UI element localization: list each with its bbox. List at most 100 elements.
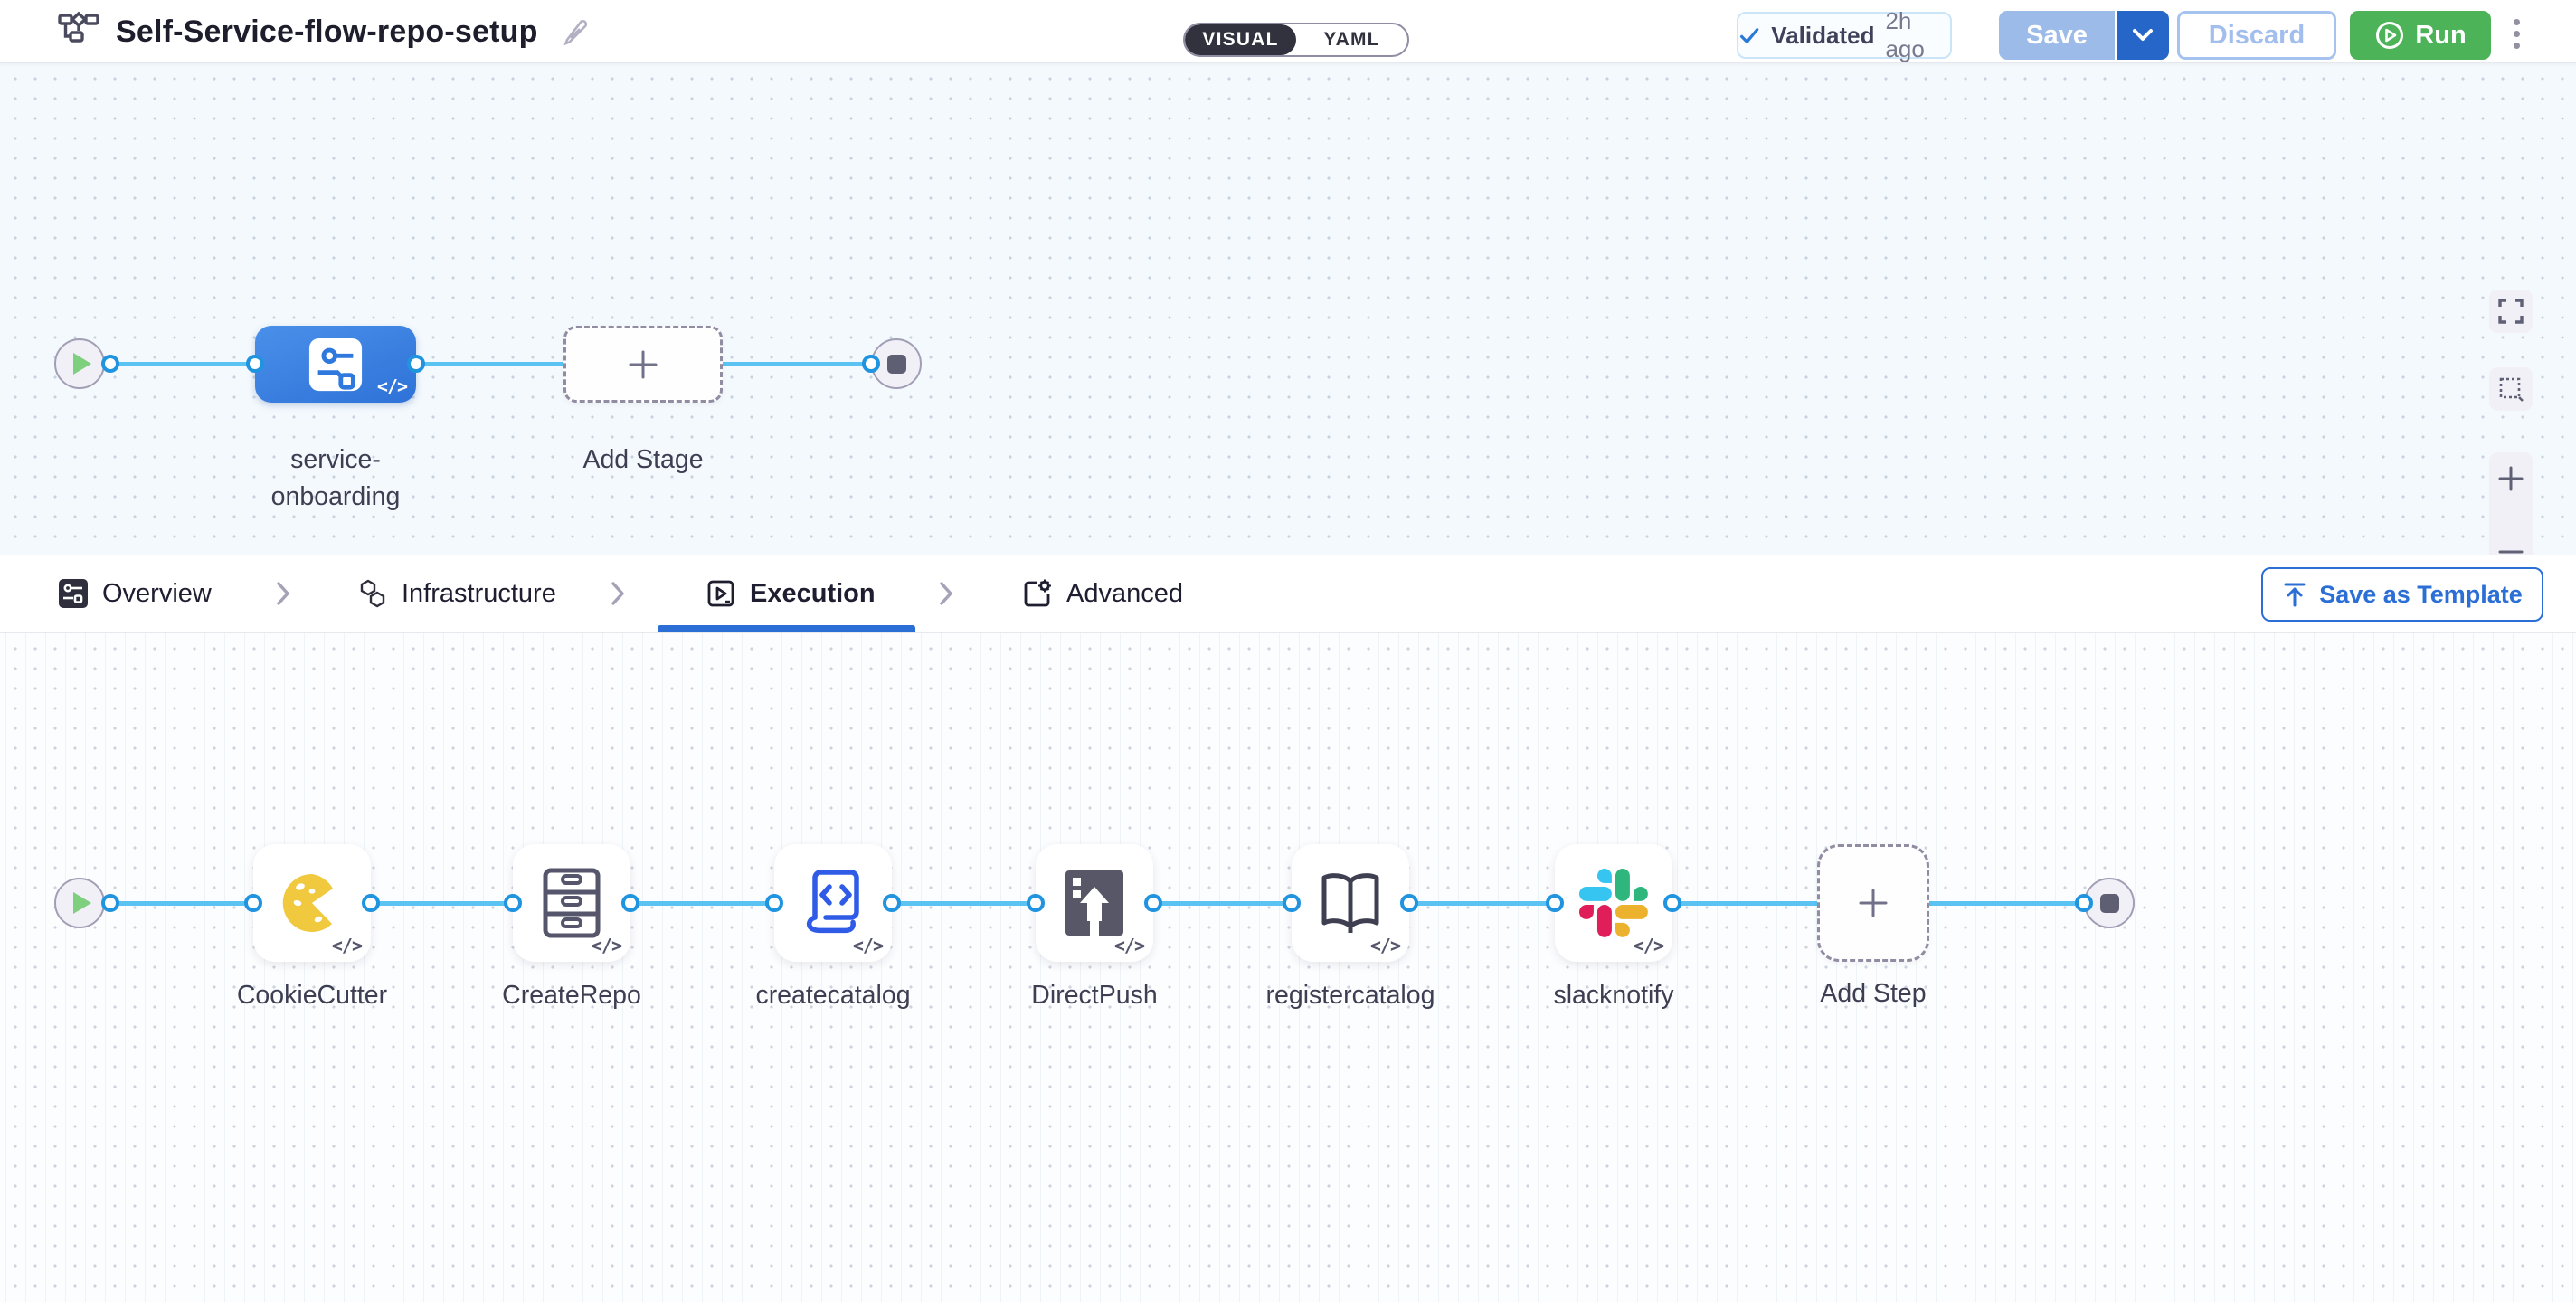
- step-node-createrepo[interactable]: </>: [513, 844, 630, 962]
- registercatalog-out-port[interactable]: [1400, 894, 1418, 912]
- toggle-yaml[interactable]: YAML: [1323, 29, 1380, 50]
- cookiecutter-in-port[interactable]: [244, 894, 262, 912]
- execution-end-port[interactable]: [2075, 894, 2093, 912]
- createcatalog-out-port[interactable]: [883, 894, 901, 912]
- start-play-icon: [72, 892, 91, 914]
- validated-badge[interactable]: Validated 2h ago: [1737, 7, 1952, 62]
- tab-execution-label: Execution: [750, 578, 876, 608]
- cookiecutter-out-port[interactable]: [362, 894, 380, 912]
- slack-icon: [1579, 869, 1648, 937]
- tab-overview-label: Overview: [102, 578, 212, 608]
- stage-node-service-onboarding[interactable]: </>: [255, 326, 416, 403]
- save-as-template-button[interactable]: Save as Template: [2261, 567, 2543, 622]
- stage-edge-line: [86, 362, 882, 366]
- overview-icon: [59, 579, 88, 608]
- stage-start-node[interactable]: [54, 338, 105, 389]
- execution-canvas[interactable]: </> </> </>: [0, 633, 2576, 1302]
- advanced-icon: [1024, 579, 1051, 607]
- registercatalog-in-port[interactable]: [1283, 894, 1301, 912]
- step-node-directpush[interactable]: </>: [1036, 844, 1153, 962]
- stage-config-tabbar: Overview Infrastructure Execution: [0, 555, 2576, 633]
- save-as-template-label: Save as Template: [2319, 580, 2523, 608]
- infrastructure-icon: [360, 579, 385, 608]
- step-code-badge: </>: [852, 935, 884, 956]
- step-label: DirectPush: [1031, 981, 1158, 1010]
- pipeline-flowchart-icon: [58, 11, 99, 53]
- tab-execution[interactable]: Execution: [706, 555, 876, 632]
- step-label: createcatalog: [755, 981, 911, 1010]
- stage-out-port[interactable]: [407, 355, 425, 373]
- execution-icon: [707, 580, 734, 607]
- step-node-createcatalog[interactable]: </>: [774, 844, 892, 962]
- marquee-select-button[interactable]: [2489, 367, 2533, 411]
- step-label: CookieCutter: [236, 981, 388, 1010]
- open-book-icon: [1321, 873, 1379, 933]
- add-stage-node[interactable]: [564, 326, 723, 403]
- active-tab-underline: [658, 625, 915, 632]
- plus-icon: [629, 350, 658, 378]
- stop-icon: [886, 354, 906, 374]
- tab-infrastructure-label: Infrastructure: [402, 578, 556, 608]
- run-button[interactable]: Run: [2350, 11, 2491, 60]
- directpush-out-port[interactable]: [1144, 894, 1162, 912]
- chevron-right-icon: [277, 582, 289, 605]
- step-node-slacknotify[interactable]: </>: [1555, 844, 1672, 962]
- chevron-right-icon: [611, 582, 624, 605]
- tab-overview[interactable]: Overview: [58, 555, 212, 632]
- edit-title-icon[interactable]: [560, 16, 591, 47]
- zoom-in-icon[interactable]: [2497, 465, 2524, 492]
- stage-end-port[interactable]: [862, 355, 880, 373]
- page-title: Self-Service-flow-repo-setup: [116, 14, 538, 49]
- tab-advanced-label: Advanced: [1066, 578, 1183, 608]
- start-play-icon: [72, 353, 91, 375]
- stage-label: service-onboarding: [270, 445, 401, 511]
- header-bar: Self-Service-flow-repo-setup VISUAL YAML…: [0, 0, 2576, 63]
- zoom-panel: [2489, 452, 2533, 570]
- tab-advanced[interactable]: Advanced: [1022, 555, 1183, 632]
- chevron-right-icon: [940, 582, 952, 605]
- more-options-kebab-icon[interactable]: [2507, 13, 2525, 54]
- stage-start-port[interactable]: [101, 355, 119, 373]
- fullscreen-icon: [2498, 299, 2524, 324]
- directpush-icon: [1065, 870, 1123, 939]
- save-button[interactable]: Save: [1999, 11, 2115, 60]
- step-label: registercatalog: [1265, 981, 1435, 1010]
- step-code-badge: </>: [591, 935, 622, 956]
- step-code-badge: </>: [1113, 935, 1145, 956]
- stage-in-port[interactable]: [246, 355, 264, 373]
- step-label: CreateRepo: [502, 981, 641, 1010]
- chevron-down-icon: [2133, 29, 2153, 41]
- visual-yaml-toggle: VISUAL YAML: [1183, 23, 1409, 57]
- execution-start-node[interactable]: [54, 878, 105, 928]
- run-label: Run: [2415, 20, 2467, 50]
- createrepo-out-port[interactable]: [621, 894, 639, 912]
- step-code-badge: </>: [331, 935, 363, 956]
- discard-button[interactable]: Discard: [2177, 11, 2336, 60]
- save-options-caret[interactable]: [2115, 11, 2169, 60]
- directpush-in-port[interactable]: [1027, 894, 1045, 912]
- selection-icon: [2499, 377, 2524, 402]
- tab-infrastructure[interactable]: Infrastructure: [357, 555, 556, 632]
- check-icon: [1739, 27, 1759, 43]
- stage-code-badge: </>: [376, 375, 408, 397]
- execution-start-port[interactable]: [101, 894, 119, 912]
- plus-icon: [1859, 889, 1888, 917]
- toggle-visual[interactable]: VISUAL: [1185, 24, 1296, 55]
- slacknotify-out-port[interactable]: [1663, 894, 1681, 912]
- createcatalog-icon: [806, 870, 859, 934]
- save-split-button: Save: [1999, 11, 2169, 60]
- add-step-label: Add Step: [1820, 979, 1927, 1008]
- stage-canvas[interactable]: </> service-onboarding Add Stage: [0, 63, 2576, 570]
- add-step-node[interactable]: [1817, 844, 1929, 962]
- slacknotify-in-port[interactable]: [1546, 894, 1564, 912]
- step-code-badge: </>: [1369, 935, 1401, 956]
- step-node-cookiecutter[interactable]: </>: [253, 844, 371, 962]
- step-node-registercatalog[interactable]: </>: [1292, 844, 1409, 962]
- custom-stage-icon: [308, 337, 363, 391]
- createrepo-in-port[interactable]: [504, 894, 522, 912]
- createcatalog-in-port[interactable]: [765, 894, 783, 912]
- stop-icon: [2099, 893, 2119, 913]
- fit-to-screen-button[interactable]: [2489, 290, 2533, 333]
- zoom-out-icon[interactable]: [2497, 546, 2524, 557]
